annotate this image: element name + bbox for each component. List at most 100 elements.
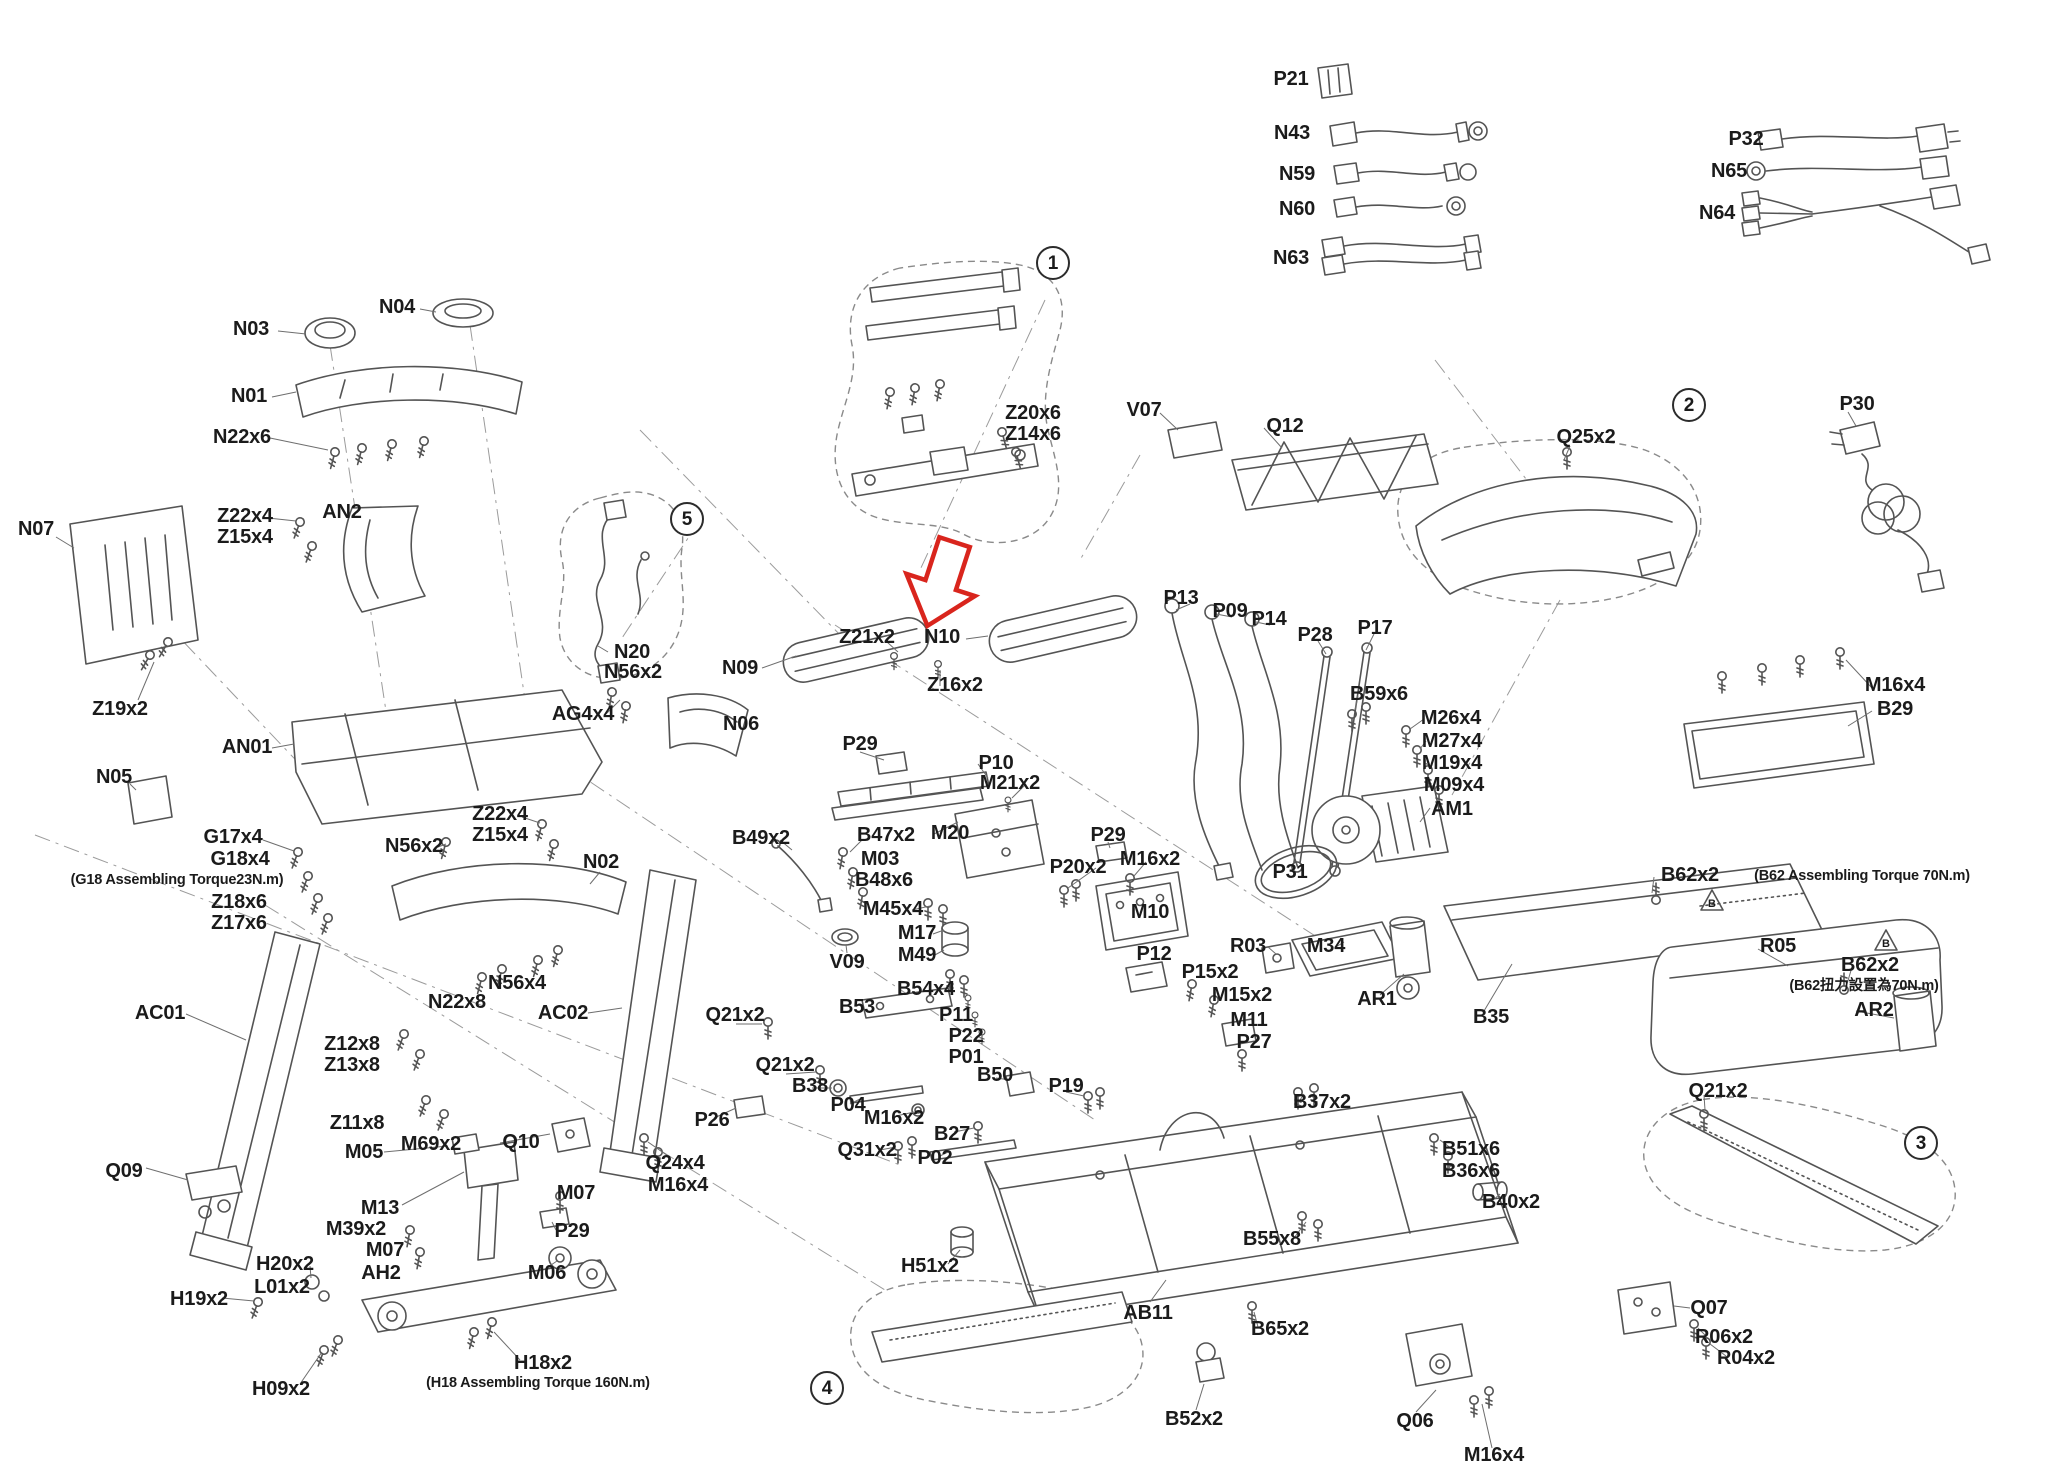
part-label-H51x2-135: H51x2 bbox=[901, 1255, 959, 1277]
part-label-N56x2-53: N56x2 bbox=[604, 661, 662, 683]
part-label-P15x2-80: P15x2 bbox=[1181, 961, 1239, 983]
part-label-B6270Nm-127: (B62扭力設置為70N.m) bbox=[1789, 977, 1939, 994]
part-label-P32-5: P32 bbox=[1728, 128, 1764, 150]
part-label-P27-83: P27 bbox=[1236, 1031, 1272, 1053]
part-label-N63-4: N63 bbox=[1272, 247, 1310, 269]
deck-belt-group bbox=[1389, 863, 1943, 1076]
assembly-bubbles bbox=[558, 260, 1956, 1414]
part-label-B59x6-107: B59x6 bbox=[1350, 683, 1408, 705]
part-label-M09x4-111: M09x4 bbox=[1423, 774, 1485, 796]
part-label-R04x2-143: R04x2 bbox=[1717, 1347, 1775, 1369]
part-label-M16x2-76: M16x2 bbox=[1119, 848, 1181, 870]
part-label-Z15x4-26: Z15x4 bbox=[472, 824, 528, 846]
assembly-callout-1: 1 bbox=[1036, 246, 1070, 280]
part-label-M26x4-108: M26x4 bbox=[1420, 707, 1482, 729]
handrail-group bbox=[667, 595, 1138, 879]
part-label-N10-60: N10 bbox=[923, 626, 961, 648]
part-label-Z16x2-62: Z16x2 bbox=[927, 674, 983, 696]
part-label-AC02-33: AC02 bbox=[537, 1002, 589, 1024]
part-label-Q31x2-95: Q31x2 bbox=[837, 1139, 897, 1161]
part-label-R06x2-142: R06x2 bbox=[1695, 1326, 1753, 1348]
part-label-Z12x8-31: Z12x8 bbox=[324, 1033, 380, 1055]
part-label-Q24x4-100: Q24x4 bbox=[645, 1152, 705, 1174]
part-label-P31-113: P31 bbox=[1272, 861, 1308, 883]
warning-triangle-icon: B bbox=[1700, 889, 1724, 911]
part-label-Q25x2-117: Q25x2 bbox=[1556, 426, 1616, 448]
part-label-Q07-141: Q07 bbox=[1690, 1297, 1728, 1319]
part-label-P10-64: P10 bbox=[978, 752, 1014, 774]
part-label-N65-6: N65 bbox=[1710, 160, 1748, 182]
part-label-N20-52: N20 bbox=[613, 641, 651, 663]
part-label-P28-105: P28 bbox=[1297, 624, 1333, 646]
part-label-N43-1: N43 bbox=[1273, 122, 1311, 144]
part-label-Z19x2-16: Z19x2 bbox=[92, 698, 148, 720]
part-label-Z13x8-32: Z13x8 bbox=[324, 1054, 380, 1076]
assembly-callout-5: 5 bbox=[670, 502, 704, 536]
part-label-B37x2-130: B37x2 bbox=[1293, 1091, 1351, 1113]
part-label-P30-118: P30 bbox=[1839, 393, 1875, 415]
part-label-P29-77: P29 bbox=[1090, 824, 1126, 846]
part-label-AH2-42: AH2 bbox=[361, 1262, 401, 1284]
part-label-Z14x6-57: Z14x6 bbox=[1005, 423, 1061, 445]
part-label-Z21x2-59: Z21x2 bbox=[839, 626, 895, 648]
part-label-N07-15: N07 bbox=[17, 518, 55, 540]
part-label-B48x6-69: B48x6 bbox=[855, 869, 913, 891]
part-label-B47x2-67: B47x2 bbox=[857, 824, 915, 846]
part-label-G18x4-20: G18x4 bbox=[210, 848, 270, 870]
part-label-P17-106: P17 bbox=[1357, 617, 1393, 639]
part-label-N03-8: N03 bbox=[232, 318, 270, 340]
part-label-H09x2-49: H09x2 bbox=[252, 1378, 310, 1400]
part-label-P01-88: P01 bbox=[948, 1046, 984, 1068]
part-label-M16x2-93: M16x2 bbox=[863, 1107, 925, 1129]
motor-group bbox=[1254, 785, 1449, 900]
part-label-N02-27: N02 bbox=[582, 851, 620, 873]
part-label-V09-74: V09 bbox=[829, 951, 865, 973]
part-label-B49x2-66: B49x2 bbox=[732, 827, 790, 849]
cables-and-rods-group bbox=[1164, 598, 1373, 881]
part-label-Z17x6-23: Z17x6 bbox=[211, 912, 267, 934]
part-label-G18AssemblingTorque23Nm-21: (G18 Assembling Torque23N.m) bbox=[70, 871, 284, 888]
part-label-M16x4-140: M16x4 bbox=[1463, 1444, 1525, 1466]
part-label-AG4x4-54: AG4x4 bbox=[551, 703, 615, 725]
part-label-N22x6-11: N22x6 bbox=[213, 426, 271, 448]
svg-text:B: B bbox=[1708, 898, 1716, 910]
console-parts-group bbox=[69, 298, 627, 921]
red-highlight-arrow bbox=[902, 534, 981, 630]
part-label-L01x2-47: L01x2 bbox=[254, 1276, 310, 1298]
part-label-Q06-139: Q06 bbox=[1396, 1410, 1434, 1432]
part-label-B55x8-134: B55x8 bbox=[1243, 1228, 1301, 1250]
part-label-B40x2-133: B40x2 bbox=[1482, 1191, 1540, 1213]
main-frame-group bbox=[984, 1091, 1677, 1387]
part-label-Z22x4-12: Z22x4 bbox=[217, 505, 273, 527]
part-label-P02-96: P02 bbox=[917, 1147, 953, 1169]
assembly-callout-2: 2 bbox=[1672, 388, 1706, 422]
part-label-P22-87: P22 bbox=[948, 1025, 984, 1047]
part-label-Z20x6-56: Z20x6 bbox=[1005, 402, 1061, 424]
part-label-P21-0: P21 bbox=[1273, 68, 1309, 90]
part-label-G17x4-19: G17x4 bbox=[203, 826, 263, 848]
part-label-M27x4-109: M27x4 bbox=[1421, 730, 1483, 752]
part-label-B65x2-137: B65x2 bbox=[1251, 1318, 1309, 1340]
part-label-Z18x6-22: Z18x6 bbox=[211, 891, 267, 913]
part-label-M20-70: M20 bbox=[930, 822, 970, 844]
part-label-B53-85: B53 bbox=[838, 996, 876, 1018]
part-label-Q10-37: Q10 bbox=[502, 1131, 540, 1153]
part-label-M06-45: M06 bbox=[527, 1262, 567, 1284]
part-label-M19x4-110: M19x4 bbox=[1421, 752, 1483, 774]
part-label-P13-102: P13 bbox=[1163, 587, 1199, 609]
part-label-AN01-17: AN01 bbox=[221, 736, 273, 758]
part-label-AR2-128: AR2 bbox=[1854, 999, 1894, 1021]
part-label-M15x2-81: M15x2 bbox=[1211, 984, 1273, 1006]
part-label-M11-82: M11 bbox=[1230, 1009, 1268, 1031]
part-label-M03-68: M03 bbox=[860, 848, 900, 870]
fasteners-group bbox=[137, 378, 1849, 1418]
upright-posts-group bbox=[185, 869, 697, 1333]
leader-lines bbox=[55, 308, 1895, 1449]
part-label-H19x2-48: H19x2 bbox=[170, 1288, 228, 1310]
part-label-P09-103: P09 bbox=[1212, 600, 1248, 622]
part-label-N09-61: N09 bbox=[721, 657, 759, 679]
part-label-Q21x2-90: Q21x2 bbox=[755, 1054, 815, 1076]
part-label-Q09-38: Q09 bbox=[105, 1160, 143, 1182]
part-label-P12-79: P12 bbox=[1136, 943, 1172, 965]
